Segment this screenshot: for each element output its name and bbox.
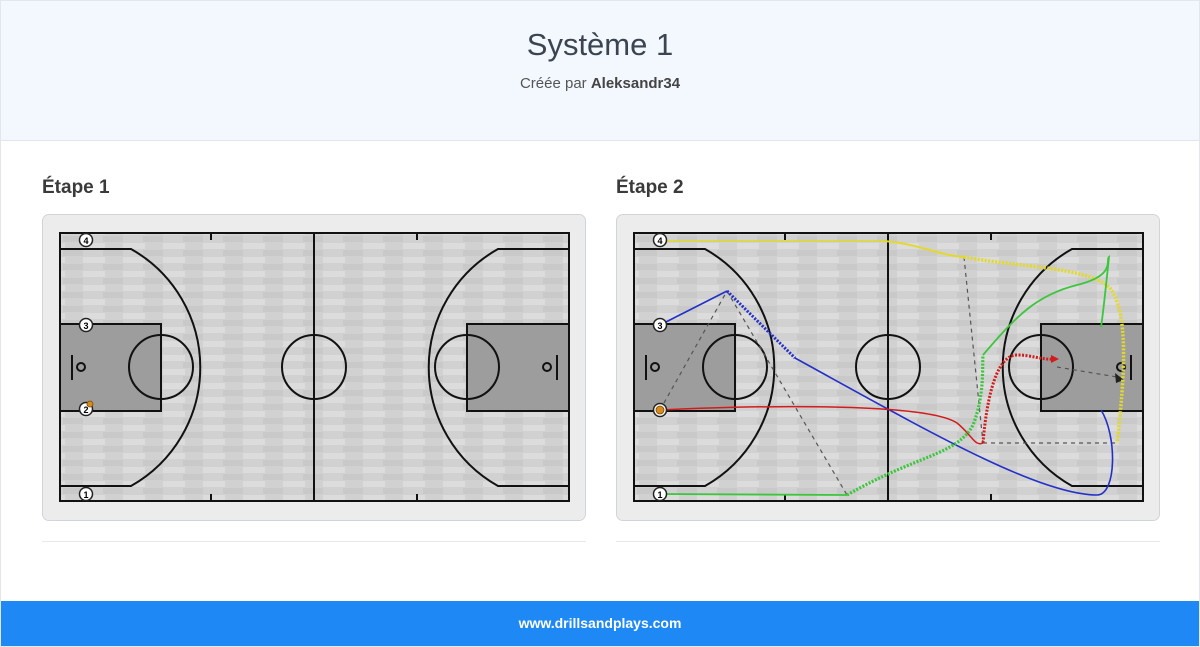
divider	[42, 541, 586, 542]
player-3[interactable]: 3	[78, 317, 94, 333]
step-1-title: Étape 1	[42, 177, 110, 198]
svg-text:2: 2	[83, 405, 88, 415]
step-2-title: Étape 2	[616, 177, 684, 198]
step-2-court[interactable]: 4 3 1	[616, 214, 1160, 521]
author-line: Créée par Aleksandr34	[1, 75, 1199, 92]
player-2[interactable]: 2	[78, 400, 94, 417]
page-title: Système 1	[526, 27, 674, 62]
player-3[interactable]: 3	[652, 317, 668, 333]
footer: www.drillsandplays.com	[1, 601, 1199, 646]
svg-text:4: 4	[657, 236, 662, 246]
page-header: Système 1 Créée par Aleksandr34	[1, 1, 1199, 141]
player-1[interactable]: 1	[78, 486, 94, 502]
player-4[interactable]: 4	[78, 232, 94, 248]
svg-text:1: 1	[657, 490, 662, 500]
player-2[interactable]	[652, 402, 668, 418]
player-1[interactable]: 1	[652, 486, 668, 502]
player-4[interactable]: 4	[652, 232, 668, 248]
svg-text:3: 3	[83, 321, 88, 331]
step-1-court[interactable]: 4 3 2 1	[42, 214, 586, 521]
footer-site-link[interactable]: www.drillsandplays.com	[518, 615, 682, 631]
arrow-icon	[1051, 355, 1059, 363]
svg-text:3: 3	[657, 321, 662, 331]
svg-text:4: 4	[83, 236, 88, 246]
movement-player-4	[660, 240, 1126, 444]
movement-player-2	[659, 353, 1054, 445]
ball-icon	[655, 405, 665, 415]
court-diagram: 4 3 2 1	[43, 215, 585, 520]
movement-player-1	[659, 255, 1111, 497]
svg-text:1: 1	[83, 490, 88, 500]
pass-lines	[659, 256, 1118, 496]
created-by-label: Créée par	[519, 75, 587, 92]
ball-icon	[86, 400, 94, 408]
divider	[616, 541, 1160, 542]
court-diagram: 4 3 1	[617, 215, 1159, 520]
movement-player-3	[659, 289, 1114, 496]
author-name[interactable]: Aleksandr34	[590, 75, 681, 92]
